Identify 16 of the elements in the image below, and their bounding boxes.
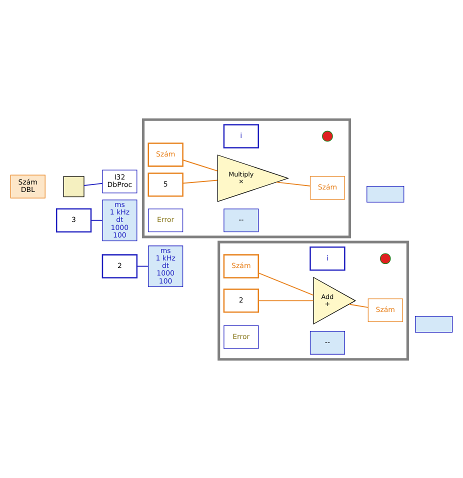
connector xyxy=(258,300,314,301)
node-circle xyxy=(380,252,391,264)
connector xyxy=(90,219,103,220)
connector xyxy=(182,179,218,184)
connector xyxy=(136,265,149,266)
connector xyxy=(84,182,103,186)
node-circle xyxy=(322,130,333,142)
connector xyxy=(276,181,311,186)
connector xyxy=(348,303,369,308)
node-box xyxy=(63,176,84,197)
node-box xyxy=(415,316,453,332)
node-box xyxy=(366,185,404,202)
connector xyxy=(182,159,218,171)
cluster xyxy=(218,240,409,360)
connector xyxy=(258,272,314,296)
cluster xyxy=(142,118,352,238)
